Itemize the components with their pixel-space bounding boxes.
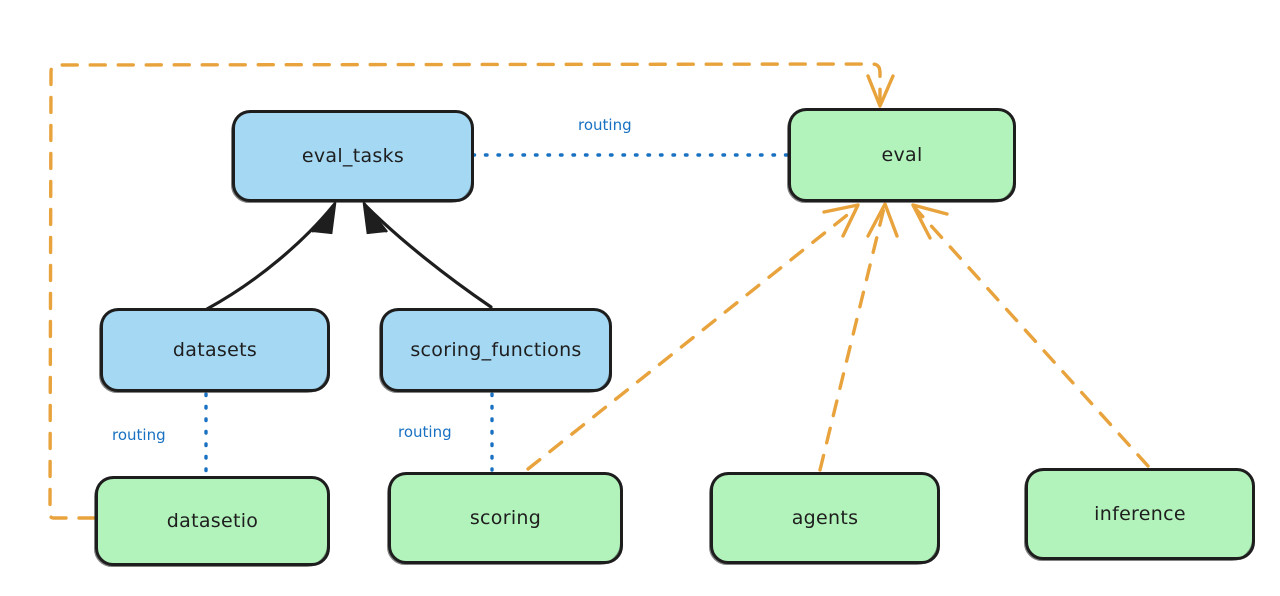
node-inference[interactable]: inference [1024,468,1255,561]
node-eval[interactable]: eval [787,108,1016,203]
edge-scoring-functions-to-eval-tasks [362,201,493,309]
edge-agents-to-eval [818,202,899,472]
edge-inference-to-eval [911,203,1150,468]
node-agents[interactable]: agents [709,472,940,565]
edge-label-routing-datasets: routing [112,426,166,444]
node-datasets[interactable]: datasets [99,308,330,393]
edge-datasets-to-eval-tasks [205,201,337,311]
node-datasetio[interactable]: datasetio [94,476,330,567]
node-label-datasets: datasets [172,339,258,361]
edge-scoring-to-eval [526,203,860,471]
node-label-datasetio: datasetio [166,510,259,532]
node-label-scoring-functions: scoring_functions [410,339,582,361]
node-scoring[interactable]: scoring [387,472,623,565]
node-label-eval-tasks: eval_tasks [301,145,405,167]
node-label-eval: eval [881,144,923,166]
edge-label-routing-eval-tasks: routing [578,116,632,134]
node-eval-tasks[interactable]: eval_tasks [231,110,474,203]
node-label-scoring: scoring [469,507,542,529]
node-label-agents: agents [791,507,859,529]
edge-label-routing-scoring-functions: routing [398,423,452,441]
node-label-inference: inference [1094,503,1186,525]
edge-datasetio-to-eval [48,62,895,520]
node-scoring-functions[interactable]: scoring_functions [379,308,612,393]
